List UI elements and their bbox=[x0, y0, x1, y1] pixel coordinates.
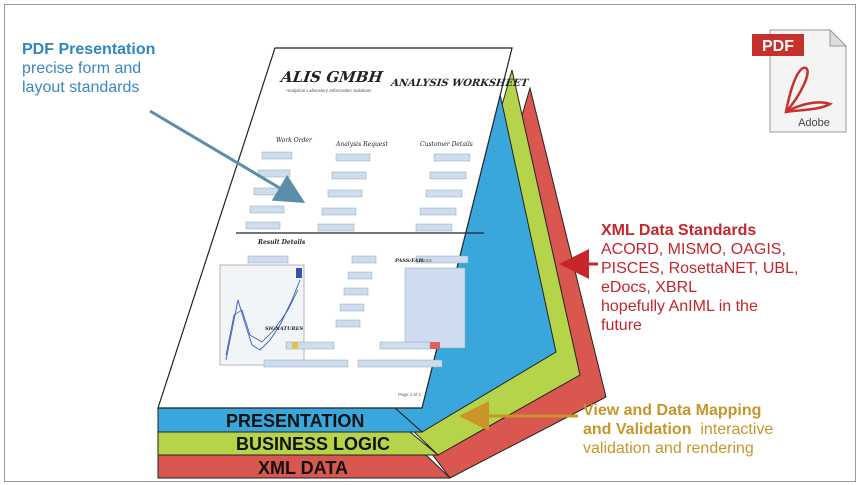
doc-passfail: PASS/FAIL bbox=[394, 258, 425, 264]
pdf-file-icon: PDF Adobe bbox=[752, 28, 848, 133]
view-note-title-line2: and Validation bbox=[583, 421, 692, 438]
doc-col-analysis-request: Analysis Request bbox=[335, 141, 388, 148]
xml-note-line4: hopefully AnIML in the bbox=[601, 298, 758, 315]
presentation-label: PRESENTATION bbox=[226, 411, 364, 431]
business-logic-label: BUSINESS LOGIC bbox=[236, 434, 390, 454]
doc-pass: PASS bbox=[420, 258, 432, 263]
pdf-note-line2: layout standards bbox=[22, 79, 140, 96]
xml-note-line2: PISCES, RosettaNET, UBL, bbox=[601, 260, 799, 277]
xml-note-line3: eDocs, XBRL bbox=[601, 279, 698, 296]
doc-col-work-order: Work Order bbox=[276, 137, 313, 144]
pdf-note-title: PDF Presentation bbox=[22, 41, 156, 58]
view-note-rest-line2: interactive bbox=[700, 421, 774, 438]
pdf-note-line1: precise form and bbox=[22, 60, 142, 77]
doc-col-customer-details: Customer Details bbox=[420, 141, 473, 148]
xml-note-title: XML Data Standards bbox=[601, 222, 757, 239]
xml-note-line1: ACORD, MISMO, OAGIS, bbox=[601, 241, 786, 258]
doc-page-number: Page 1 of 1 bbox=[398, 392, 422, 397]
pdf-pointer-arrow bbox=[149, 109, 306, 204]
pdf-presentation-note: PDF Presentation precise form and layout… bbox=[22, 40, 155, 97]
xml-data-label: XML DATA bbox=[258, 458, 348, 478]
view-data-mapping-note: View and Data Mapping and Validation int… bbox=[583, 401, 773, 458]
doc-results: Result Details bbox=[257, 239, 306, 246]
pdf-icon-label: PDF bbox=[762, 38, 794, 55]
document-content: ALIS GMBH Analytical Laboratory Informat… bbox=[219, 68, 530, 397]
doc-tagline: Analytical Laboratory Information Soluti… bbox=[285, 88, 372, 93]
doc-heading: ANALYSIS WORKSHEET bbox=[389, 78, 530, 89]
pdf-icon-brand: Adobe bbox=[798, 117, 830, 129]
doc-signatures: SIGNATURES bbox=[265, 326, 303, 332]
doc-logo: ALIS GMBH bbox=[278, 68, 385, 86]
xml-data-standards-note: XML Data Standards ACORD, MISMO, OAGIS, … bbox=[601, 221, 798, 335]
view-note-line3: validation and rendering bbox=[583, 440, 754, 457]
xml-note-line5: future bbox=[601, 317, 642, 334]
view-note-title-line1: View and Data Mapping bbox=[583, 402, 762, 419]
